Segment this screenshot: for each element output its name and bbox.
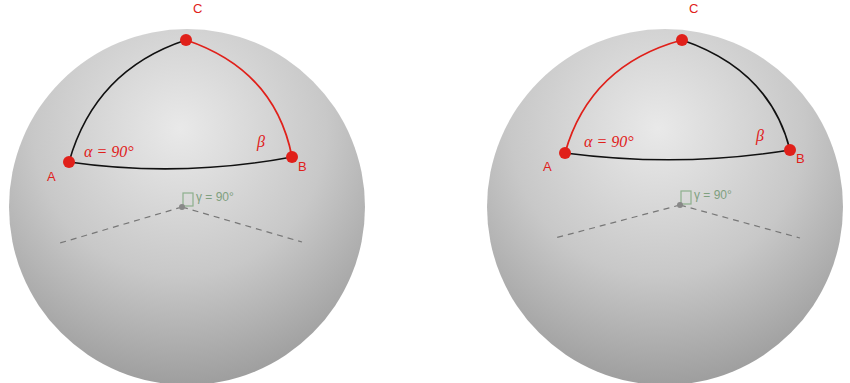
point-label: B — [796, 152, 805, 166]
point — [784, 144, 796, 156]
arc-ab — [565, 150, 790, 160]
axis-line — [555, 205, 680, 238]
angle-label: β — [257, 133, 265, 151]
point-label: B — [298, 160, 307, 174]
right-angle-mark — [681, 191, 691, 204]
axis-line — [60, 207, 182, 243]
point — [676, 34, 688, 46]
point — [180, 34, 192, 46]
axis-line — [680, 205, 800, 238]
point-label: A — [47, 170, 56, 184]
arc-ac — [69, 40, 186, 162]
left-sphere — [9, 29, 365, 383]
point — [63, 156, 75, 168]
angle-label: α = 90° — [584, 133, 634, 151]
arc-cb — [682, 40, 790, 150]
angle-label: β — [756, 127, 764, 145]
sphere — [9, 29, 365, 383]
point — [286, 151, 298, 163]
arc-ac — [565, 40, 682, 153]
point — [559, 147, 571, 159]
angle-label: α = 90° — [84, 143, 134, 161]
axis-line — [182, 207, 302, 242]
center-point — [179, 204, 185, 210]
right-angle-mark — [183, 193, 193, 206]
angle-label: γ = 90° — [196, 191, 234, 204]
center-point — [677, 202, 683, 208]
sphere — [487, 29, 843, 383]
point-label: C — [689, 2, 698, 16]
arc-cb — [186, 40, 292, 157]
right-sphere — [487, 29, 843, 383]
angle-label: γ = 90° — [694, 189, 732, 202]
point-label: A — [543, 160, 552, 174]
point-label: C — [193, 2, 202, 16]
